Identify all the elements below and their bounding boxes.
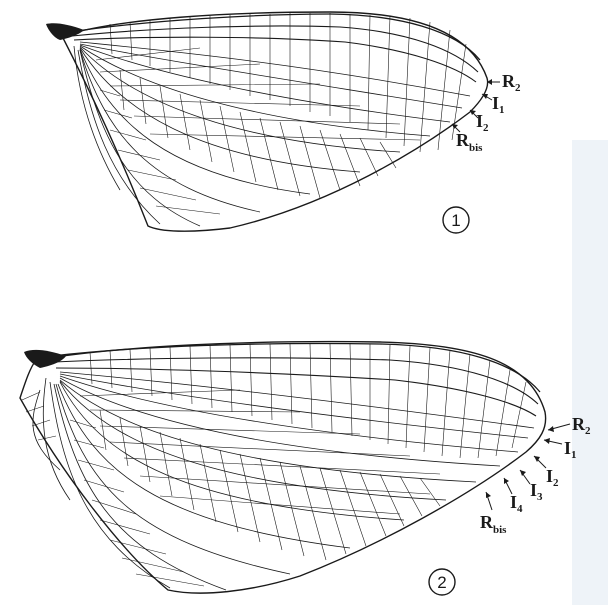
wing-1-subcosta (72, 26, 478, 72)
figure-1-number: 1 (451, 211, 460, 230)
wing-1-radius (74, 37, 476, 82)
wing-2-label-i1: I1 (564, 438, 577, 461)
wing-1-base (46, 23, 84, 40)
wing-1-label-r2: R2 (502, 71, 521, 94)
wing-1-longitudinal-veins (74, 42, 470, 226)
wing-2-labels (486, 424, 570, 510)
wing-2-base (24, 350, 66, 368)
wing-2-radius (56, 368, 536, 416)
wing-2 (20, 342, 546, 593)
wing-1-label-i2: I2 (476, 111, 489, 134)
wing-1-label-i1: I1 (492, 93, 505, 116)
wing-1-cross-veins (96, 13, 466, 214)
figure-2-number: 2 (437, 573, 446, 592)
wing-2-outline (20, 342, 546, 593)
wing-2-label-rbis: Rbis (480, 512, 507, 536)
wing-2-longitudinal-veins (33, 372, 534, 590)
wing-2-cross-veins (22, 344, 526, 586)
wing-2-label-r2: R2 (572, 414, 591, 437)
wing-2-label-i3: I3 (530, 480, 543, 503)
wing-1-label-rbis: Rbis (456, 130, 483, 154)
wing-1-outline (62, 12, 488, 231)
wing-2-label-i2: I2 (546, 466, 559, 489)
wing-1 (46, 12, 488, 231)
wing-2-label-i4: I4 (510, 492, 523, 515)
